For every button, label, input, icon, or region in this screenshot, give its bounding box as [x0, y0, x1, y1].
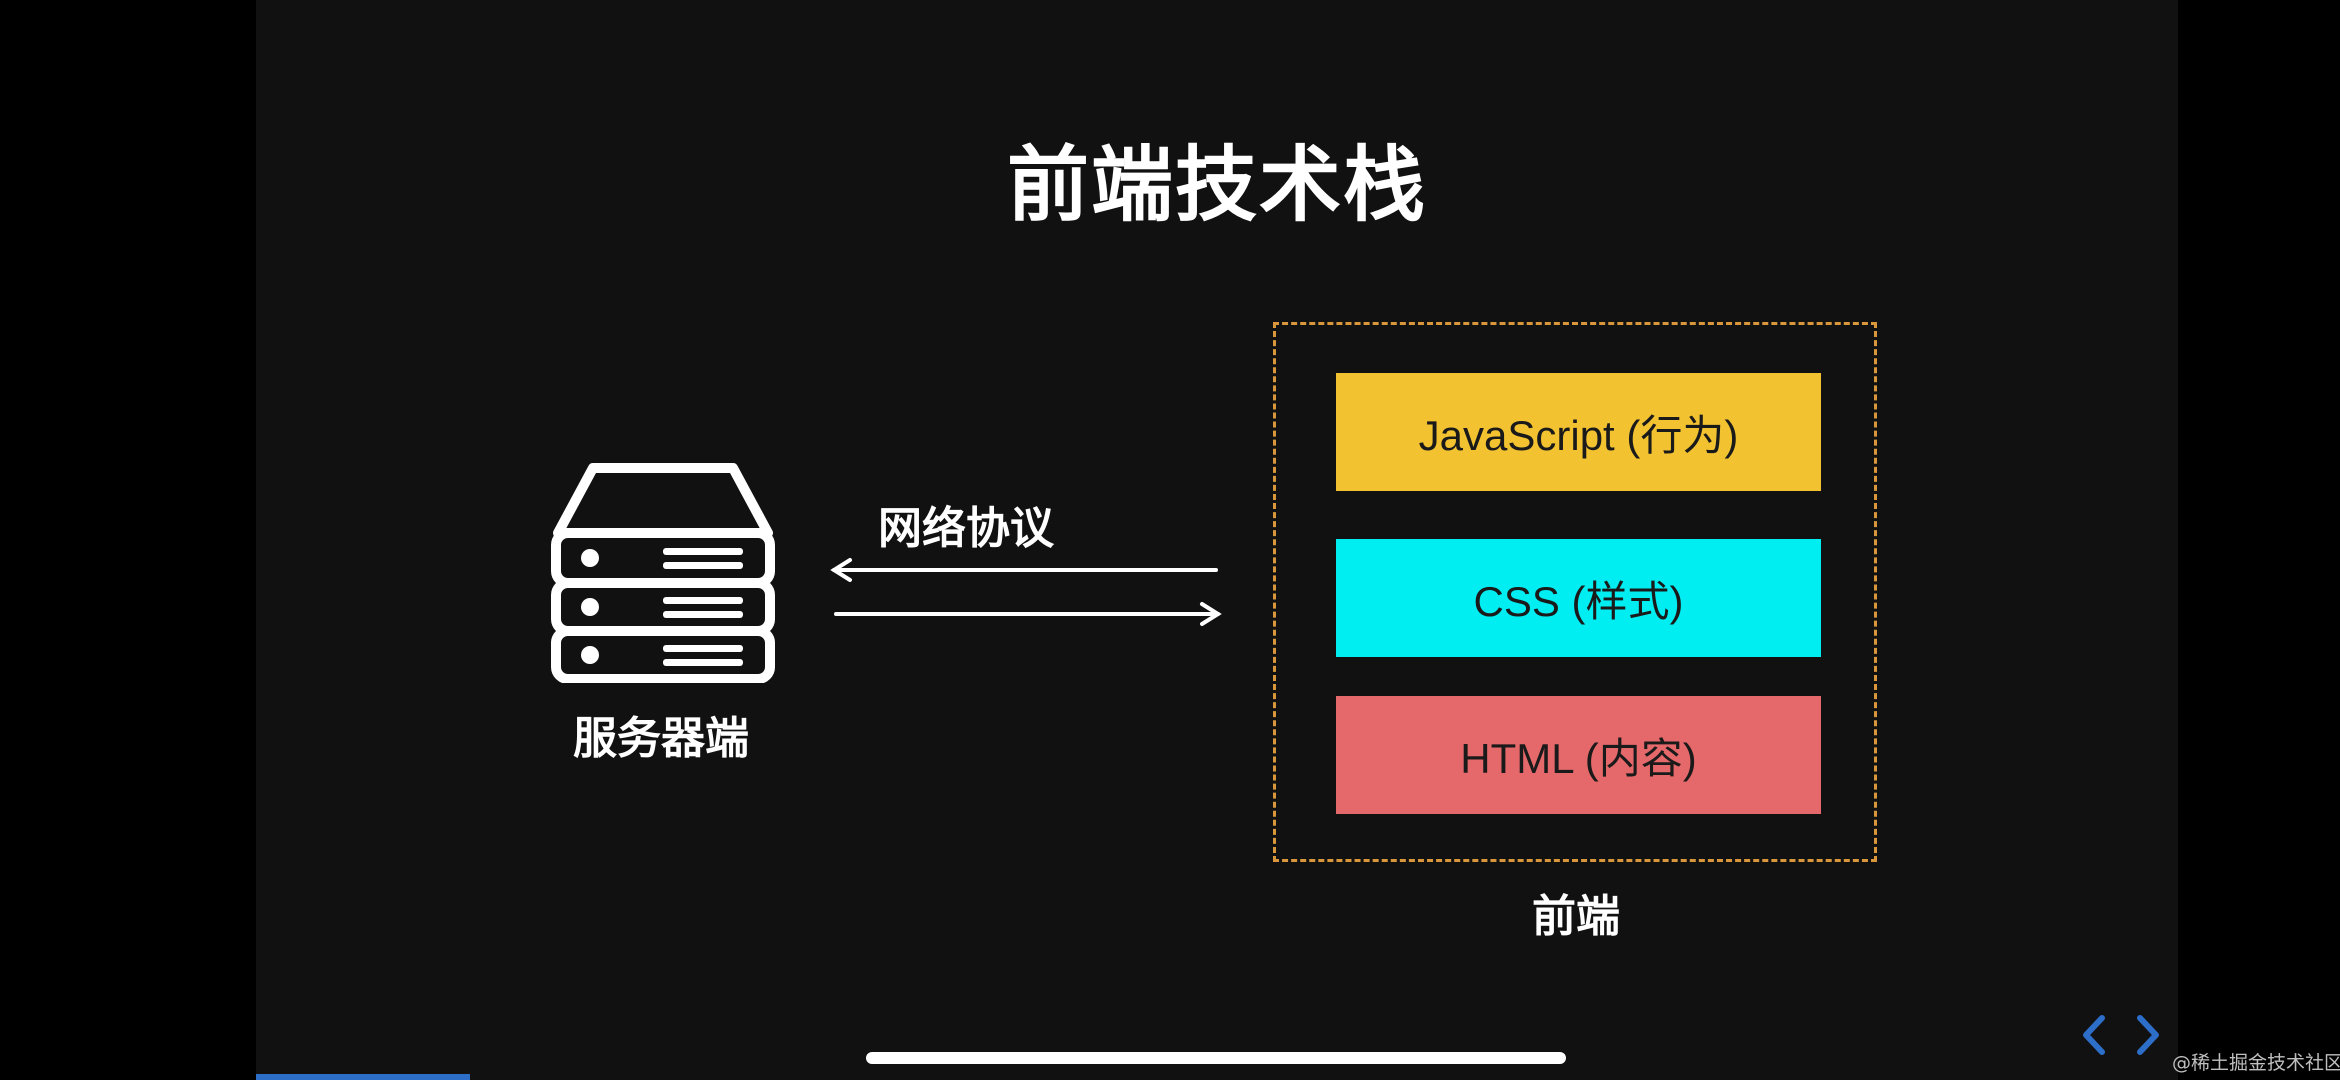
slide: 前端技术栈 服务器端 网络协议 — [256, 0, 2178, 1080]
video-progress-bar[interactable] — [256, 1074, 470, 1080]
css-layer: CSS (样式) — [1336, 539, 1821, 657]
frontend-label: 前端 — [1532, 891, 1620, 942]
slide-title: 前端技术栈 — [1006, 138, 1427, 233]
watermark: @稀土掘金技术社区 — [2172, 1052, 2340, 1074]
protocol-arrows — [830, 558, 1222, 626]
chevron-left-icon[interactable] — [2074, 1010, 2114, 1060]
chevron-right-icon[interactable] — [2128, 1010, 2168, 1060]
server-label: 服务器端 — [573, 713, 749, 764]
arrow-right-icon — [834, 602, 1222, 626]
javascript-layer: JavaScript (行为) — [1336, 373, 1821, 491]
arrow-left-icon — [830, 558, 1218, 582]
html-layer: HTML (内容) — [1336, 696, 1821, 814]
server-icon — [551, 463, 775, 683]
home-indicator[interactable] — [866, 1052, 1566, 1064]
protocol-label: 网络协议 — [878, 503, 1054, 554]
frontend-group-box — [1273, 322, 1877, 862]
